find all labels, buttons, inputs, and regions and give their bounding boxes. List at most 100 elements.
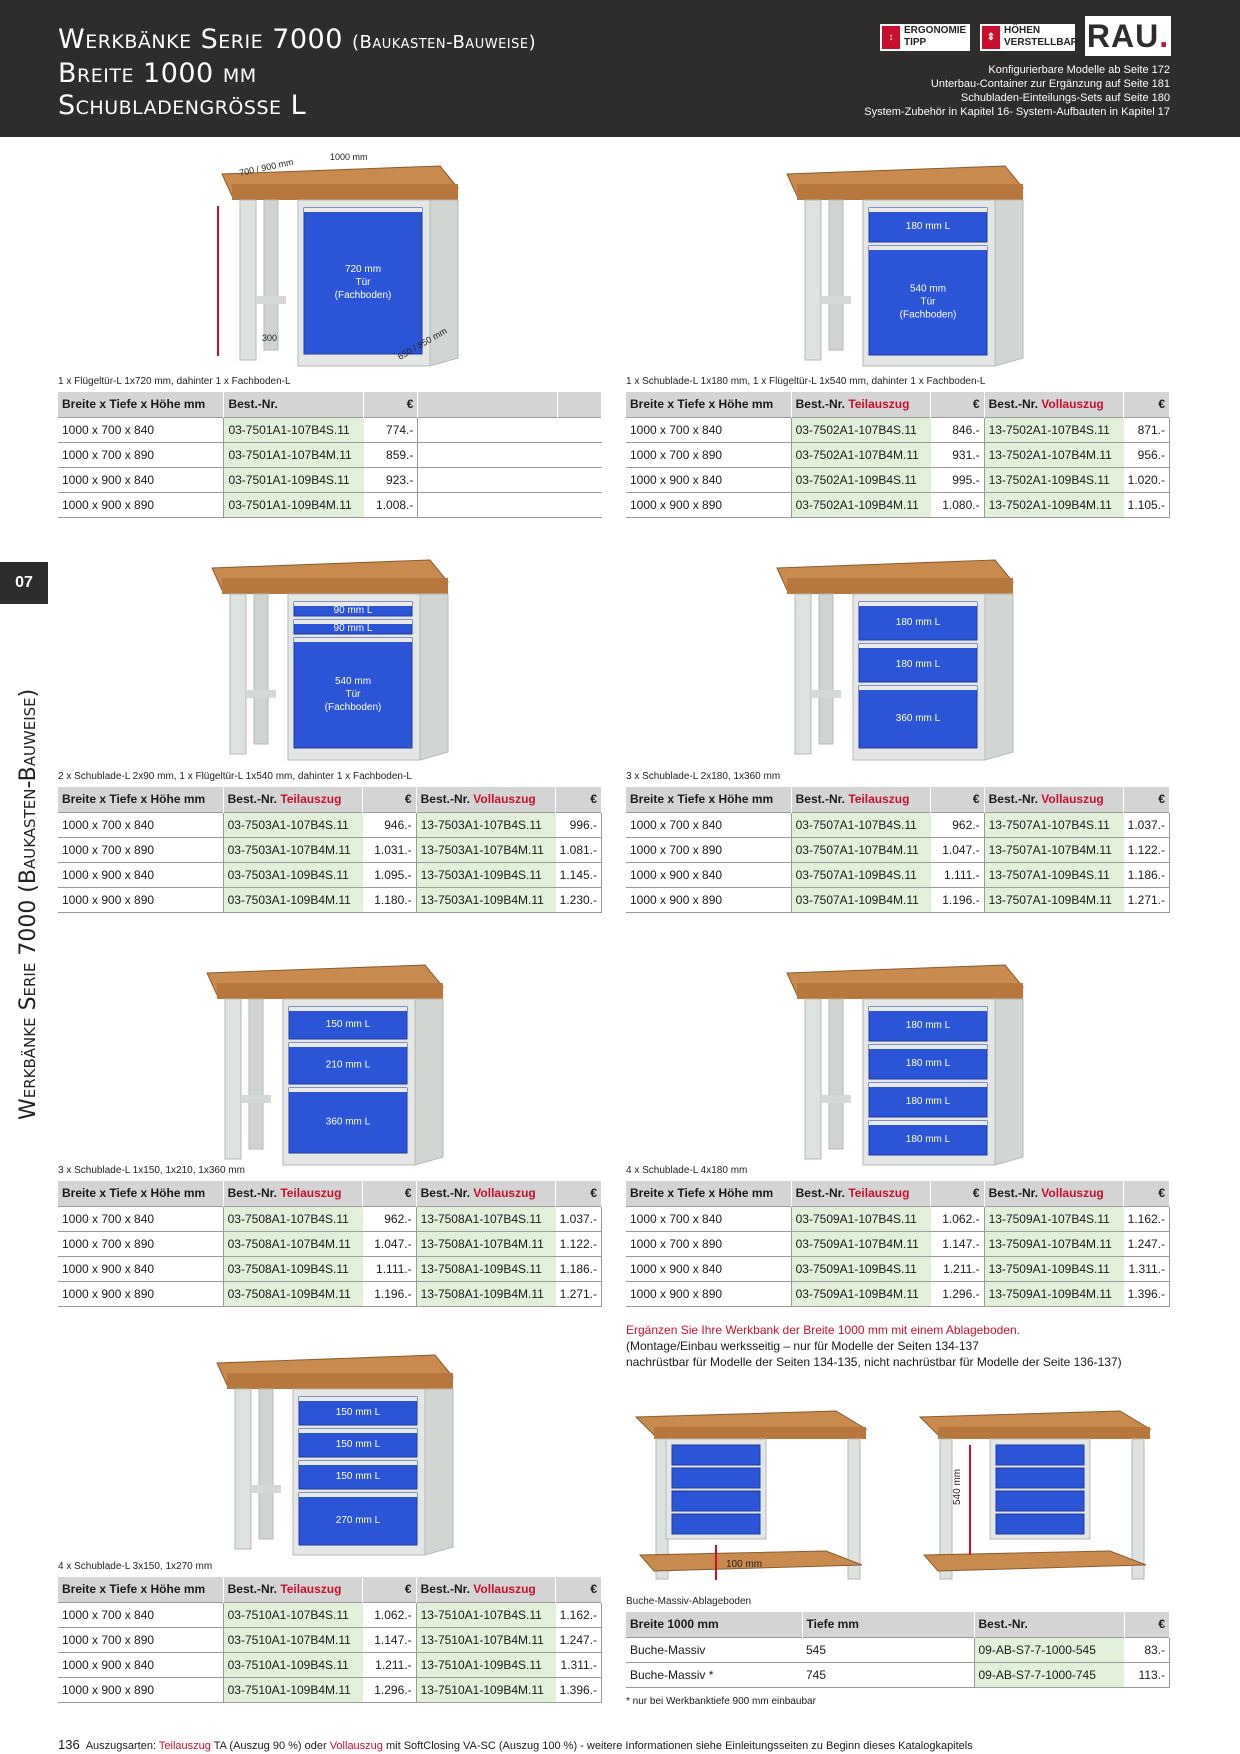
drawer-front xyxy=(671,1513,761,1535)
footer-text: TA (Auszug 90 %) oder xyxy=(210,1740,330,1752)
order-number: 13-7508A1-109B4M.11 xyxy=(415,1280,556,1307)
price: 1.037.- xyxy=(555,1205,602,1231)
col-header: € xyxy=(555,1577,602,1602)
left-leg xyxy=(239,199,257,361)
col-header: € xyxy=(362,1181,417,1206)
order-number: 03-7502A1-109B4M.11 xyxy=(790,491,931,518)
extension-type: Vollauszug xyxy=(1037,792,1104,807)
price: 1.047.- xyxy=(930,836,985,862)
page-title: Werkbänke Serie 7000 (Baukasten-Bauweise… xyxy=(58,24,537,55)
col-header: Breite x Tiefe x Höhe mm xyxy=(626,1181,792,1206)
worktop-front xyxy=(797,184,1023,200)
col-header xyxy=(417,392,559,417)
ref-line: Konfigurierbare Modelle ab Seite 172 xyxy=(988,64,1170,76)
col-header: Breite x Tiefe x Höhe mm xyxy=(58,1577,224,1602)
drawer-label: Tür xyxy=(356,277,372,288)
drawer-front xyxy=(868,1120,988,1156)
drawer-label: 180 mm L xyxy=(906,221,951,232)
worktop-front xyxy=(232,184,458,200)
order-number: 03-7502A1-107B4S.11 xyxy=(790,416,931,442)
order-number: 13-7510A1-107B4M.11 xyxy=(415,1626,556,1652)
order-number: 03-7503A1-107B4S.11 xyxy=(222,811,363,837)
drawer-label: 90 mm L xyxy=(334,605,373,616)
order-number: 03-7510A1-109B4S.11 xyxy=(222,1651,363,1677)
dimension-label: 1000 mm xyxy=(330,152,368,162)
drawer-handle xyxy=(869,1083,987,1087)
price: 1.211.- xyxy=(930,1255,985,1281)
price: 1.396.- xyxy=(555,1676,602,1703)
dimensions-cell: 1000 x 900 x 890 xyxy=(626,491,792,518)
price: 846.- xyxy=(930,416,985,442)
left-leg xyxy=(804,199,822,361)
drawer-handle xyxy=(289,1007,407,1011)
order-number: 03-7507A1-109B4S.11 xyxy=(790,861,931,887)
dimension-label: 300 xyxy=(262,333,277,343)
drawer-handle xyxy=(859,602,977,606)
extension-type: Vollauszug xyxy=(469,1186,536,1201)
order-number: 03-7510A1-107B4S.11 xyxy=(222,1601,363,1627)
drawer-label: 270 mm L xyxy=(336,1515,381,1526)
price: 871.- xyxy=(1123,416,1170,442)
price: 1.247.- xyxy=(1123,1230,1170,1256)
price: 1.081.- xyxy=(555,836,602,862)
order-number: 13-7503A1-107B4S.11 xyxy=(415,811,556,837)
col-header: Breite x Tiefe x Höhe mm xyxy=(58,392,225,417)
drawer-label: (Fachboden) xyxy=(900,310,957,321)
cabinet-side xyxy=(994,199,1024,367)
price: 113.- xyxy=(1124,1661,1170,1688)
col-header: Best.-Nr. Teilauszug xyxy=(223,1181,364,1206)
price: 946.- xyxy=(362,811,417,837)
page-number: 136 xyxy=(58,1737,80,1752)
col-header: Best.-Nr. Vollauszug xyxy=(416,1181,557,1206)
dimensions-cell: 1000 x 900 x 890 xyxy=(58,886,224,913)
dimensions-cell: 1000 x 900 x 840 xyxy=(626,861,792,887)
dimensions-cell: 1000 x 900 x 890 xyxy=(58,1676,224,1703)
table-row: Buche-Massiv * 745 09-AB-S7-7-1000-745 1… xyxy=(626,1661,1170,1688)
extension-type: Vollauszug xyxy=(1037,397,1104,412)
chapter-vertical-title: Werkbänke Serie 7000 (Baukasten-Bauweise… xyxy=(16,688,41,1120)
shelf-depth: 745 xyxy=(802,1661,974,1688)
drawer-handle xyxy=(869,208,987,212)
dimensions-cell: 1000 x 900 x 840 xyxy=(58,1651,224,1677)
drawer-handle xyxy=(859,644,977,648)
left-leg-rear xyxy=(828,998,844,1150)
drawer-front xyxy=(293,637,413,749)
order-number: 13-7502A1-109B4M.11 xyxy=(983,491,1124,518)
price: 1.031.- xyxy=(362,836,417,862)
drawer-front xyxy=(298,1428,418,1458)
price: 1.247.- xyxy=(555,1626,602,1652)
col-header: € xyxy=(362,787,417,812)
dimensions-cell: 1000 x 700 x 890 xyxy=(58,836,224,862)
price: 1.062.- xyxy=(930,1205,985,1231)
col-header: € xyxy=(1124,1612,1170,1637)
dimensions-cell: 1000 x 700 x 840 xyxy=(626,811,792,837)
drawer-front xyxy=(868,1082,988,1118)
drawer-front xyxy=(288,1006,408,1040)
price: 1.196.- xyxy=(930,886,985,913)
price: 1.062.- xyxy=(362,1601,417,1627)
order-number: 13-7509A1-109B4S.11 xyxy=(983,1255,1124,1281)
col-header: Best.-Nr. xyxy=(974,1612,1125,1637)
drawer-front xyxy=(671,1444,761,1466)
price: 1.186.- xyxy=(555,1255,602,1281)
drawer-label: 540 mm xyxy=(335,676,371,687)
price: 931.- xyxy=(930,441,985,467)
drawer-label: 180 mm L xyxy=(896,659,941,670)
product-caption: 3 x Schublade-L 1x150, 1x210, 1x360 mm xyxy=(58,1165,245,1176)
price: 1.180.- xyxy=(362,886,417,913)
